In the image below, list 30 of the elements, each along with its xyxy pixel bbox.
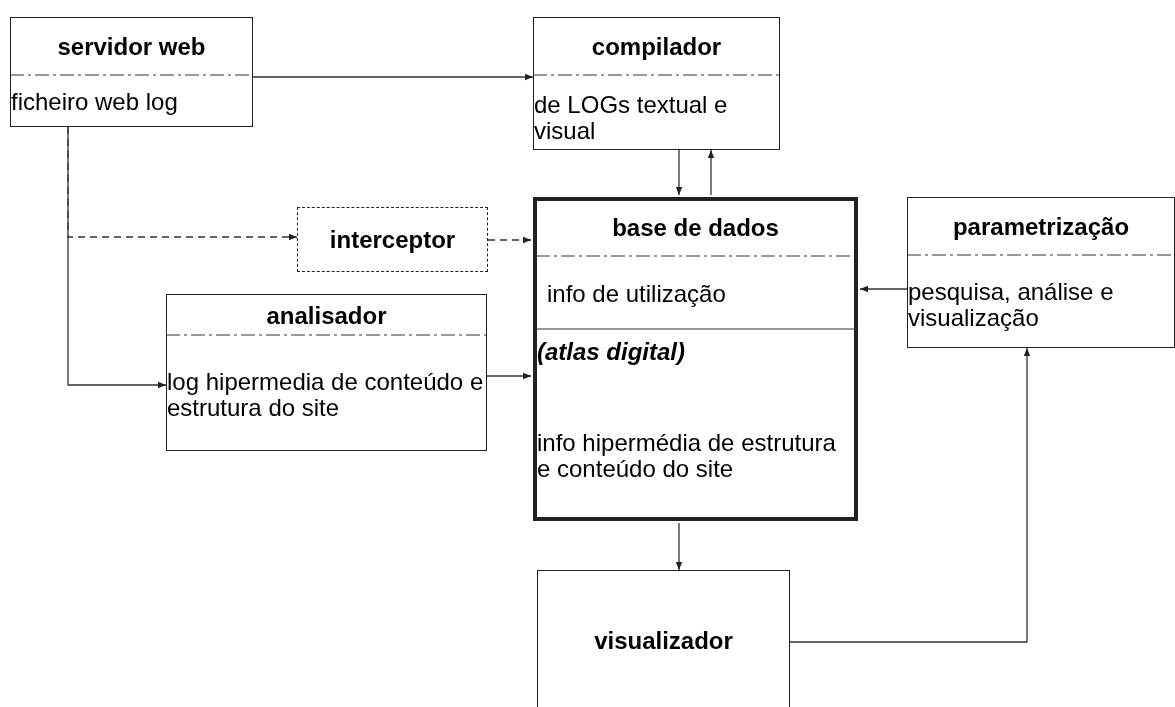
arrow xyxy=(67,126,167,389)
box-text: info de utilização xyxy=(547,281,726,307)
arrow xyxy=(707,149,715,196)
box-title: base de dados xyxy=(612,215,779,241)
process-box xyxy=(907,197,1175,348)
box-title: parametrização xyxy=(952,214,1130,240)
box-text: info hipermédia de estrutura e conteúdo do site xyxy=(537,430,837,482)
process-box xyxy=(10,17,253,127)
box-title: compilador xyxy=(591,34,722,60)
box-text: de LOGs textual e visual xyxy=(534,92,729,144)
arrow xyxy=(859,285,908,293)
box-title: analisador xyxy=(266,302,387,329)
arrow xyxy=(789,347,1031,643)
dashed-arrow xyxy=(487,236,532,244)
box-title: servidor web xyxy=(57,34,206,60)
box-text: ficheiro web log xyxy=(11,89,178,115)
arrow xyxy=(252,73,534,81)
box-title: visualizador xyxy=(594,628,733,654)
arrow xyxy=(675,149,683,196)
box-text: log hipermedia de conteúdo e estrutura do site xyxy=(167,369,485,421)
process-box xyxy=(533,17,780,150)
box-title: (atlas digital) xyxy=(537,339,686,365)
box-title: interceptor xyxy=(329,226,456,253)
process-box xyxy=(166,294,487,451)
arrow xyxy=(675,522,683,571)
process-box xyxy=(533,197,858,521)
process-box xyxy=(537,570,790,707)
process-box xyxy=(297,207,488,272)
arrow xyxy=(486,372,532,380)
box-text: pesquisa, análise e visualização xyxy=(908,278,1115,331)
